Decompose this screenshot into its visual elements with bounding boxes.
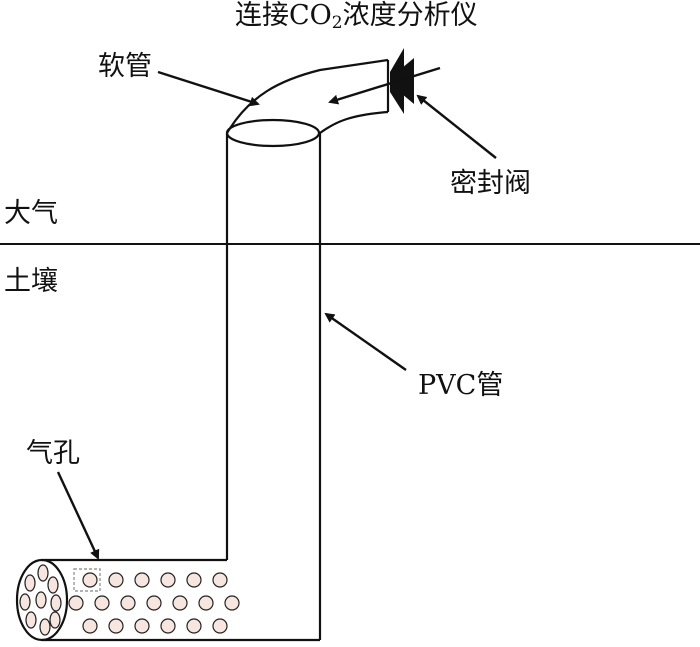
end-face-holes — [19, 564, 62, 636]
perforated-section — [15, 558, 320, 642]
side-pores — [68, 568, 240, 634]
pvc-pipe — [225, 118, 322, 640]
valve-label: 密封阀 — [450, 168, 531, 199]
pvc-label: PVC管 — [418, 370, 503, 401]
pvc-arrow — [324, 312, 407, 371]
pvc-pipe-top-opening — [225, 118, 321, 148]
pores-arrow — [56, 471, 100, 560]
soil-label: 土壤 — [4, 266, 58, 297]
highlighted-pore-box — [73, 568, 101, 592]
analyzer-label: 连接CO2浓度分析仪 — [235, 0, 478, 33]
gas-flow-arrow — [328, 66, 441, 105]
hose-label: 软管 — [98, 51, 152, 82]
pipe-end-face — [15, 558, 69, 642]
atmosphere-label: 大气 — [4, 198, 58, 229]
hose-arrow — [157, 70, 260, 107]
hose — [226, 58, 390, 134]
pores-label: 气孔 — [26, 438, 80, 469]
valve-arrow — [416, 94, 497, 159]
